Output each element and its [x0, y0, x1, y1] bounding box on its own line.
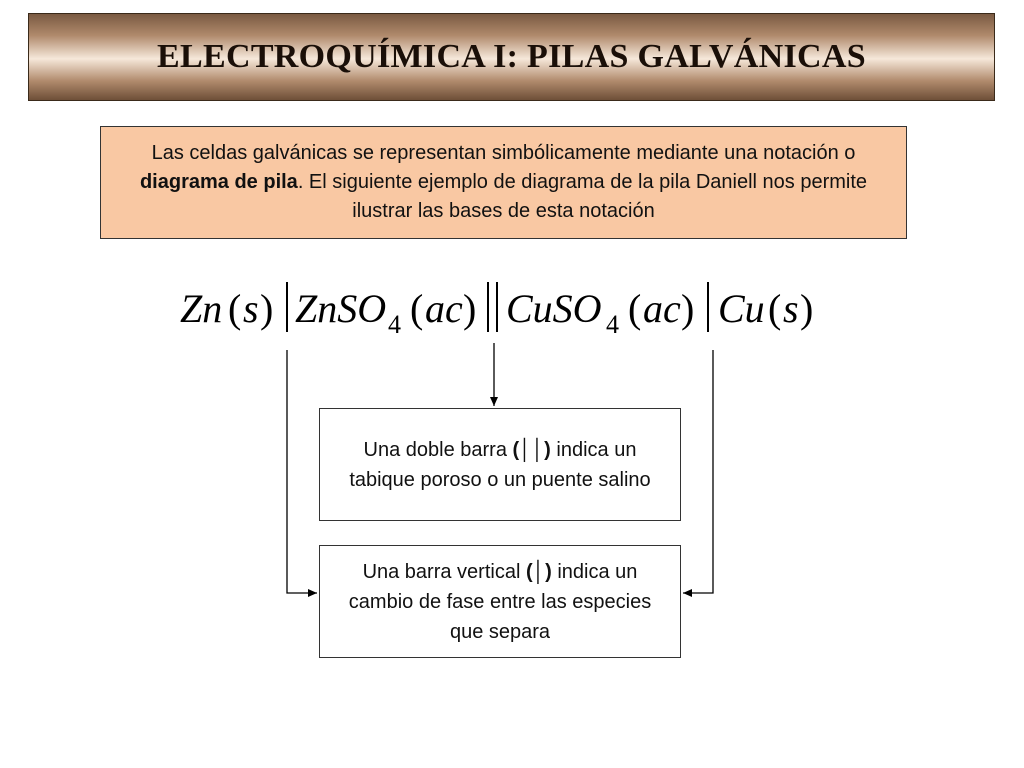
note-single-before: Una barra vertical	[362, 560, 526, 583]
intro-text: Las celdas galvánicas se representan sim…	[115, 139, 892, 226]
note-single-bar: Una barra vertical (│) indica un cambio …	[319, 545, 681, 658]
formula-znso: ZnSO	[295, 286, 386, 331]
formula-s2: s	[783, 286, 799, 331]
note-double-bar-text: Una doble barra (││) indica un tabique p…	[330, 435, 670, 495]
formula-sub4-a: 4	[388, 310, 401, 339]
formula-paren-close-3: )	[681, 286, 694, 331]
formula-paren-open-3: (	[628, 286, 641, 331]
intro-box: Las celdas galvánicas se representan sim…	[100, 126, 907, 239]
formula-paren-close-2: )	[463, 286, 476, 331]
formula-sub4-b: 4	[606, 310, 619, 339]
note-double-after: indica un tabique poroso o un puente sal…	[349, 438, 651, 491]
arrow-single-bar-right	[683, 350, 714, 597]
formula-paren-open-1: (	[228, 286, 241, 331]
formula-cu: Cu	[718, 286, 765, 331]
formula-paren-open-4: (	[768, 286, 781, 331]
note-single-symbol: (│)	[525, 560, 552, 583]
title-banner: ELECTROQUÍMICA I: PILAS GALVÁNICAS	[28, 13, 995, 101]
note-single-after: indica un cambio de fase entre las espec…	[348, 560, 652, 643]
intro-text-part1: Las celdas galvánicas se representan sim…	[151, 142, 856, 164]
intro-text-part2: . El siguiente ejemplo de diagrama de la…	[297, 171, 868, 222]
intro-text-bold: diagrama de pila	[139, 171, 298, 193]
cell-diagram-formula: Zn ( s ) ZnSO 4 ( ac ) CuSO 4 ( ac ) Cu …	[180, 282, 813, 339]
note-single-bar-text: Una barra vertical (│) indica un cambio …	[330, 557, 670, 647]
formula-paren-close-1: )	[260, 286, 273, 331]
note-double-bar: Una doble barra (││) indica un tabique p…	[319, 408, 681, 521]
formula-ac1: ac	[425, 286, 463, 331]
formula-ac2: ac	[643, 286, 681, 331]
formula-paren-open-2: (	[410, 286, 423, 331]
note-double-symbol: (││)	[512, 438, 551, 461]
formula-cuso: CuSO	[506, 286, 602, 331]
formula-s1: s	[243, 286, 259, 331]
note-double-before: Una doble barra	[363, 438, 513, 461]
formula-paren-close-4: )	[800, 286, 813, 331]
formula-zn: Zn	[180, 286, 222, 331]
page-title: ELECTROQUÍMICA I: PILAS GALVÁNICAS	[157, 38, 866, 75]
arrow-single-bar-left	[286, 350, 317, 597]
